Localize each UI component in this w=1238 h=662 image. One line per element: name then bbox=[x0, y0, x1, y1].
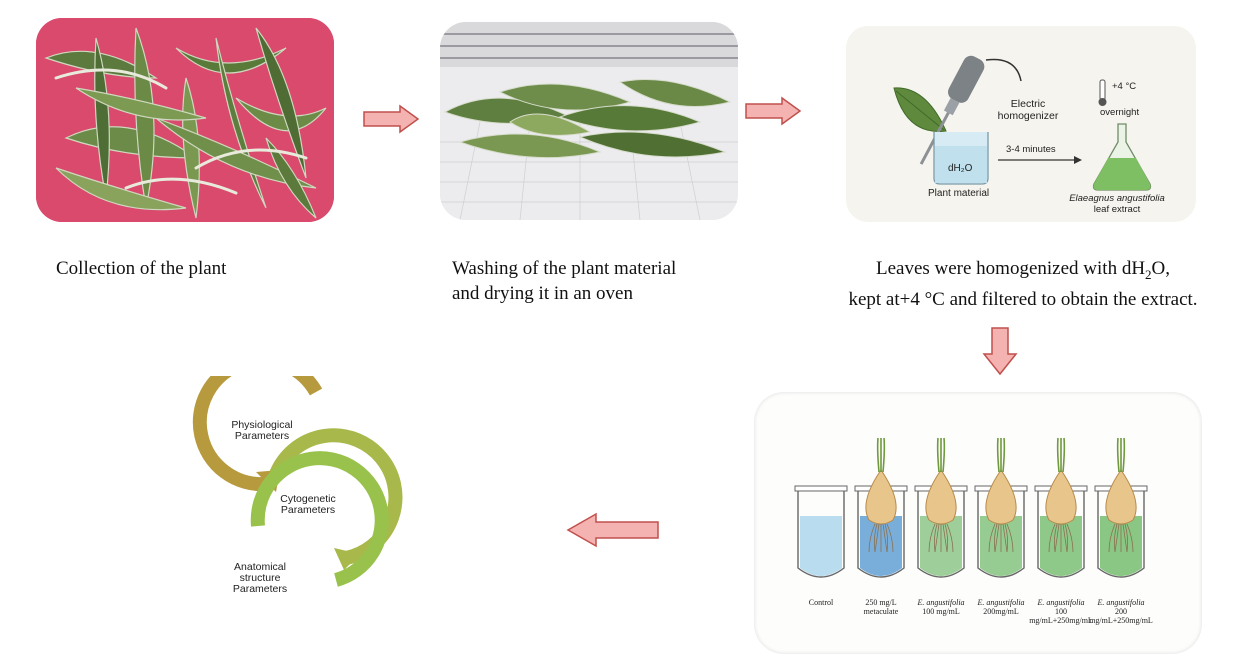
tube-label-line2: 200mg/mL bbox=[983, 607, 1019, 616]
step2-caption: Washing of the plant material and drying… bbox=[452, 256, 676, 306]
step1-caption-text: Collection of the plant bbox=[56, 258, 227, 279]
step2-caption-line1: Washing of the plant material bbox=[452, 258, 677, 279]
duration-label: 3-4 minutes bbox=[1006, 144, 1056, 155]
arrow-right-1 bbox=[363, 104, 420, 134]
test-tube bbox=[854, 437, 908, 578]
tube-label-line2: 200 mg/mL+250mg/mL bbox=[1089, 607, 1153, 625]
step2-caption-line2: and drying it in an oven bbox=[452, 283, 633, 304]
arrow-right-2 bbox=[745, 96, 802, 126]
cycle-2-line1: Cytogenetic bbox=[280, 493, 336, 505]
oven-drying-photo bbox=[440, 22, 738, 220]
cycle-3-line2: structure bbox=[239, 572, 281, 584]
cycle-3-line3: Parameters bbox=[232, 583, 288, 595]
oven-illustration bbox=[440, 22, 738, 220]
step3-caption-sub: 2 bbox=[1145, 266, 1152, 282]
tube-label-line1: E. angustifolia bbox=[917, 598, 965, 607]
test-tube bbox=[794, 485, 848, 578]
test-tube bbox=[914, 437, 968, 578]
homogenizer-label: Electric homogenizer bbox=[993, 98, 1063, 122]
homogenizer-diagram: Electric homogenizer +4 °C overnight 3-4… bbox=[846, 26, 1196, 222]
plant-material-label: Plant material bbox=[928, 188, 990, 199]
extract-label-line1: Elaeagnus angustifolia bbox=[1069, 193, 1165, 204]
cycle-label-physiological: Physiological Parameters bbox=[212, 420, 312, 442]
homogenizer-label-line2: homogenizer bbox=[997, 110, 1059, 122]
tube-label-line2: 100 mg/mL+250mg/mL bbox=[1029, 607, 1093, 625]
step3-caption-line1: Leaves were homogenized with dH2O, bbox=[810, 256, 1236, 287]
tube-label-line1: E. angustifolia bbox=[1037, 598, 1085, 607]
tube-label-line1: Control bbox=[808, 598, 834, 607]
step1-caption: Collection of the plant bbox=[56, 256, 226, 281]
cycle-label-cytogenetic: Cytogenetic Parameters bbox=[258, 494, 358, 516]
test-tube bbox=[1094, 437, 1148, 578]
beaker-label: dH₂O bbox=[948, 163, 973, 174]
extract-label-line2: leaf extract bbox=[1093, 204, 1141, 215]
tube-label-line2: 100 mg/mL bbox=[922, 607, 960, 616]
cycle-3-line1: Anatomical bbox=[234, 561, 286, 573]
arrow-left bbox=[566, 512, 659, 548]
onion-bulb bbox=[985, 469, 1017, 525]
tube-label-line1: E. angustifolia bbox=[977, 598, 1025, 607]
leaves-illustration bbox=[36, 18, 334, 222]
cycle-1-line1: Physiological bbox=[231, 419, 293, 431]
parameters-cycle: Physiological Parameters Cytogenetic Par… bbox=[176, 353, 416, 638]
onion-bulb bbox=[1045, 469, 1077, 525]
step3-caption-line2: kept at+4 °C and filtered to obtain the … bbox=[848, 288, 1198, 310]
extract-label: Elaeagnus angustifolia leaf extract bbox=[1052, 193, 1182, 215]
plant-collection-photo bbox=[36, 18, 334, 222]
homogenizer-illustration bbox=[893, 55, 1152, 191]
overnight-label: overnight bbox=[1100, 107, 1140, 118]
onion-bulb bbox=[865, 469, 897, 525]
tube-label: Control bbox=[786, 598, 856, 607]
tube-label-line1: E. angustifolia bbox=[1097, 598, 1145, 607]
cycle-1-line2: Parameters bbox=[234, 430, 290, 442]
cycle-label-anatomical: Anatomical structure Parameters bbox=[210, 562, 310, 595]
homogenizer-label-line1: Electric bbox=[1010, 98, 1046, 110]
cycle-2-line2: Parameters bbox=[280, 504, 336, 516]
test-tube bbox=[974, 437, 1028, 578]
tube-label-line2: metaculate bbox=[863, 607, 899, 616]
tubes-illustration bbox=[794, 437, 1148, 578]
onion-bulb bbox=[925, 469, 957, 525]
arrow-down bbox=[982, 327, 1018, 376]
step3-caption-post: O, bbox=[1151, 258, 1171, 279]
temperature-label: +4 °C bbox=[1112, 81, 1137, 92]
step3-caption-pre: Leaves were homogenized with dH bbox=[875, 258, 1146, 279]
step3-caption: Leaves were homogenized with dH2O, kept … bbox=[810, 256, 1236, 312]
onion-bulb bbox=[1105, 469, 1137, 525]
test-tube bbox=[1034, 437, 1088, 578]
tube-label-line1: 250 mg/L bbox=[865, 598, 897, 607]
